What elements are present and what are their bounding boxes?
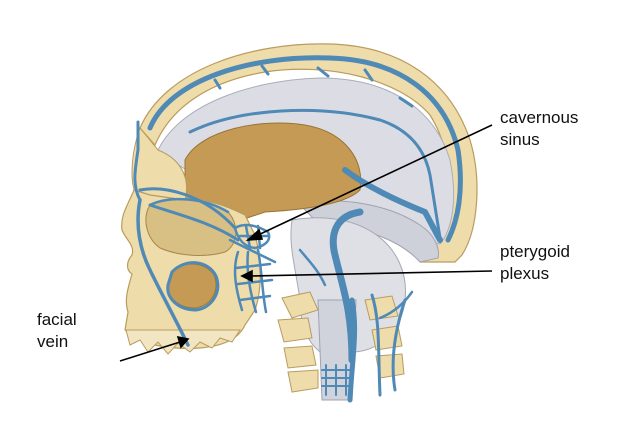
cavernous-sinus-label-line2: sinus (500, 129, 578, 151)
pterygoid-plexus-label: pterygoid plexus (500, 241, 570, 285)
vertebral-plexus-veins (322, 365, 350, 395)
facial-vein-label: facial vein (37, 309, 77, 353)
cavernous-sinus-label-line1: cavernous (500, 107, 578, 129)
cavernous-sinus-label: cavernous sinus (500, 107, 578, 151)
facial-vein-label-line1: facial (37, 309, 77, 331)
facial-vein-label-line2: vein (37, 331, 77, 353)
pterygoid-plexus-label-line2: plexus (500, 263, 570, 285)
pterygoid-plexus-label-line1: pterygoid (500, 241, 570, 263)
